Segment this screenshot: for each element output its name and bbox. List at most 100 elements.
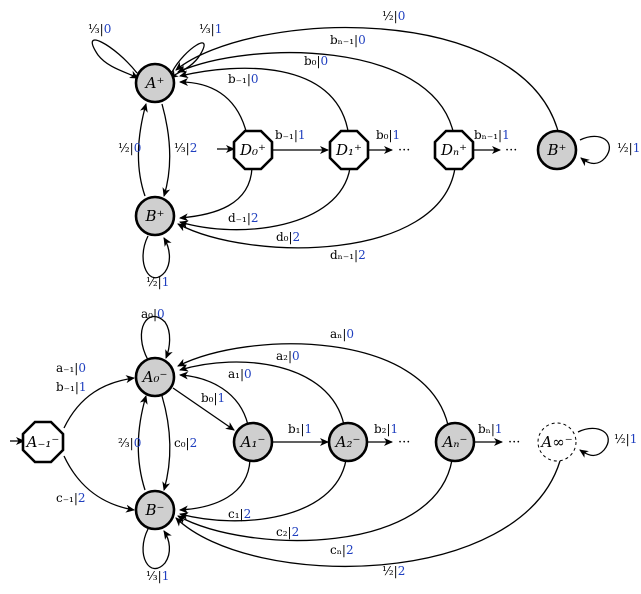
edge-am1-to-a0 — [63, 375, 135, 429]
label-dn-to-a: bₙ₋₁|0 — [330, 33, 366, 47]
node-a-minus-0: A₀⁻ — [134, 356, 176, 398]
node-d0: D₀⁺ — [232, 129, 274, 171]
label-d1-to-a: b₀|0 — [304, 54, 328, 68]
label-a-loop-left: ⅓|0 — [88, 22, 111, 36]
edge-a-loop-left — [91, 39, 139, 79]
edge-a-to-b — [161, 103, 171, 197]
svg-text:A₀⁻: A₀⁻ — [141, 368, 168, 386]
bottom-edge-labels: a₋₁|0 b₋₁|1 c₋₁|2 a₀|0 b₀|1 c₀|2 ⅔|0 ⅓|1… — [56, 307, 637, 583]
label-am1-to-a0-b: b₋₁|1 — [56, 380, 87, 394]
edge-ainf-loop — [577, 427, 609, 458]
edge-am1-to-b — [63, 455, 135, 513]
edge-bright-loop — [579, 135, 611, 167]
node-dn: Dₙ⁺ — [433, 129, 475, 171]
node-d1: D₁⁺ — [328, 129, 370, 171]
label-a1-to-b: c₁|2 — [228, 507, 251, 521]
label-d0-to-d1: b₋₁|1 — [275, 128, 306, 142]
top-ellipsis-2: ··· — [505, 143, 517, 158]
svg-text:A⁺: A⁺ — [144, 74, 165, 92]
edge-d0-to-a — [179, 78, 247, 132]
edge-ainf-to-b — [175, 460, 561, 568]
edge-b-to-a — [137, 103, 148, 197]
label-an-to-a0: aₙ|0 — [330, 327, 354, 341]
edge-a2-to-b — [179, 459, 347, 522]
label-an-to-ainf: bₙ|1 — [478, 422, 503, 436]
svg-text:B⁻: B⁻ — [145, 501, 165, 519]
label-am1-to-a0-a: a₋₁|0 — [56, 361, 86, 375]
bottom-edges — [10, 315, 609, 570]
label-b-loop: ½|1 — [146, 275, 169, 289]
label-a2-to-a0: a₂|0 — [276, 349, 300, 363]
edge-a1-to-a0 — [179, 371, 249, 426]
edge-d1-to-a — [179, 67, 349, 132]
bottom-ellipsis-2: ··· — [508, 435, 520, 450]
edge-b-minus-loop — [142, 528, 172, 570]
edge-a2-to-a0 — [179, 361, 345, 426]
bottom-ellipsis-1: ··· — [398, 435, 410, 450]
edge-d1-to-b — [179, 167, 351, 231]
label-a2-to-b: c₂|2 — [276, 525, 299, 539]
svg-text:D₁⁺: D₁⁺ — [335, 141, 362, 159]
node-a-minus-1: A₋₁⁻ — [21, 420, 65, 464]
label-a0-loop: a₀|0 — [141, 307, 165, 321]
label-an-to-b: cₙ|2 — [330, 543, 354, 557]
label-a1-to-a2: b₁|1 — [288, 422, 312, 436]
svg-text:A₋₁⁻: A₋₁⁻ — [25, 433, 60, 451]
label-dn-to-b: dₙ₋₁|2 — [330, 248, 366, 262]
edge-a0-to-a1 — [172, 387, 235, 431]
node-a-minus-1-index: A₁⁻ — [232, 421, 274, 463]
label-d0-to-b: d₋₁|2 — [228, 211, 259, 225]
node-a-minus-inf: A∞⁻ — [537, 422, 577, 462]
label-bright-loop: ½|1 — [617, 141, 640, 155]
top-edge-labels: ⅓|0 ⅓|1 ⅓|2 ½|0 ½|1 b₋₁|0 b₋₁|1 b₀|0 b₀|… — [88, 9, 640, 289]
node-a-plus: A⁺ — [134, 62, 176, 104]
label-am1-to-b: c₋₁|2 — [56, 491, 86, 505]
label-ainf-loop: ½|1 — [614, 432, 637, 446]
top-ellipsis-1: ··· — [398, 143, 410, 158]
edge-d0-to-b — [179, 167, 253, 222]
label-d1-to-b: d₀|2 — [276, 230, 300, 244]
top-edges — [91, 26, 611, 279]
label-b-to-a: ½|0 — [118, 141, 141, 155]
edge-a1-to-b — [179, 459, 251, 514]
node-b-minus: B⁻ — [134, 489, 176, 531]
svg-text:A₂⁻: A₂⁻ — [334, 433, 361, 451]
label-b-to-a0: ⅔|0 — [118, 436, 141, 450]
label-d0-to-a: b₋₁|0 — [228, 72, 259, 86]
label-a-to-b: ⅓|2 — [174, 141, 197, 155]
svg-text:Aₙ⁻: Aₙ⁻ — [441, 433, 468, 451]
node-a-minus-n: Aₙ⁻ — [434, 421, 476, 463]
label-b-minus-loop: ⅓|1 — [146, 569, 169, 583]
edge-b-loop — [142, 235, 172, 279]
svg-text:B⁺: B⁺ — [547, 141, 567, 159]
svg-text:A∞⁻: A∞⁻ — [539, 433, 572, 451]
label-a-loop-right: ⅓|1 — [199, 22, 222, 36]
edge-dn-to-b — [177, 167, 456, 249]
edge-b-to-a0 — [137, 395, 148, 491]
bottom-nodes: A₋₁⁻ A₀⁻ B⁻ A₁⁻ A₂⁻ Aₙ⁻ A∞⁻ — [21, 356, 577, 531]
label-a1-to-a0: a₁|0 — [228, 367, 252, 381]
label-dn-to-bright: bₙ₋₁|1 — [474, 128, 510, 142]
edge-an-to-b — [177, 459, 453, 542]
label-ainf-to-b: ½|2 — [382, 564, 405, 578]
label-a0-to-b: c₀|2 — [174, 436, 197, 450]
svg-text:D₀⁺: D₀⁺ — [239, 141, 266, 159]
svg-text:B⁺: B⁺ — [145, 207, 165, 225]
svg-text:Dₙ⁺: Dₙ⁺ — [440, 141, 467, 159]
edge-a0-to-b — [161, 395, 171, 491]
edge-dn-to-a — [177, 51, 454, 132]
svg-text:A₁⁻: A₁⁻ — [239, 433, 266, 451]
edge-a0-loop — [140, 315, 173, 361]
edge-bright-to-a — [175, 26, 559, 132]
node-b-plus-left: B⁺ — [134, 195, 176, 237]
node-b-plus-right: B⁺ — [536, 129, 578, 171]
edge-an-to-a0 — [177, 343, 449, 426]
node-a-minus-2: A₂⁻ — [327, 421, 369, 463]
top-nodes: A⁺ B⁺ D₀⁺ D₁⁺ Dₙ⁺ B⁺ — [134, 62, 578, 237]
label-d1-to-dn: b₀|1 — [376, 128, 400, 142]
label-a2-to-an: b₂|1 — [374, 422, 398, 436]
label-a0-to-a1: b₀|1 — [201, 391, 225, 405]
label-bright-to-a: ½|0 — [382, 9, 405, 23]
